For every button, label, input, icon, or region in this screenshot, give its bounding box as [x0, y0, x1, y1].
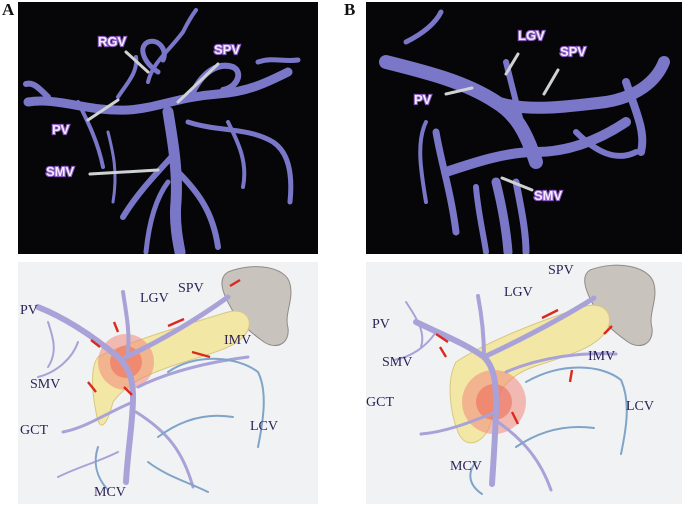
panel-a-3d-render: RGV SPV PV SMV [18, 2, 318, 254]
panel-a-3d-vessels: RGV SPV PV SMV [23, 8, 301, 254]
label-smv-illus: SMV [382, 355, 412, 370]
spleen-shape [584, 264, 656, 346]
label-spv-illus: SPV [548, 263, 574, 278]
label-rgv: RGV [98, 34, 127, 49]
label-mcv-illus: MCV [450, 459, 482, 474]
panel-a-illustration: PV LGV SPV IMV SMV GCT LCV MCV [18, 262, 318, 504]
label-lgv-illus: LGV [504, 285, 533, 300]
panel-letter-a: A [2, 0, 15, 19]
label-mcv-illus: MCV [94, 485, 126, 500]
panel-a-illustration-svg: PV LGV SPV IMV SMV GCT LCV MCV [20, 266, 292, 500]
label-imv-illus: IMV [224, 333, 251, 348]
label-pv-illus: PV [20, 303, 38, 318]
panel-b-3d-vessels: LGV SPV PV SMV [379, 9, 670, 254]
spleen-shape [221, 266, 292, 346]
label-smv-illus: SMV [30, 377, 60, 392]
label-imv-illus: IMV [588, 349, 615, 364]
label-smv: SMV [534, 188, 563, 203]
label-lcv-illus: LCV [626, 399, 654, 414]
panel-letter-b: B [344, 0, 356, 19]
label-pv: PV [414, 92, 432, 107]
label-lgv: LGV [518, 28, 545, 43]
label-pv-illus: PV [372, 317, 390, 332]
panel-b-illustration: SPV LGV PV IMV SMV GCT LCV MCV [366, 262, 682, 504]
pancreas-shape [92, 310, 250, 426]
label-lgv-illus: LGV [140, 291, 169, 306]
label-lcv-illus: LCV [250, 419, 278, 434]
label-gct-illus: GCT [366, 395, 394, 410]
label-smv: SMV [46, 164, 75, 179]
label-spv: SPV [560, 44, 586, 59]
panel-b-illustration-svg: SPV LGV PV IMV SMV GCT LCV MCV [366, 263, 656, 495]
label-pv: PV [52, 122, 70, 137]
label-gct-illus: GCT [20, 423, 48, 438]
panel-b-3d-render: LGV SPV PV SMV [366, 2, 682, 254]
label-spv-illus: SPV [178, 281, 204, 296]
label-spv: SPV [214, 42, 240, 57]
